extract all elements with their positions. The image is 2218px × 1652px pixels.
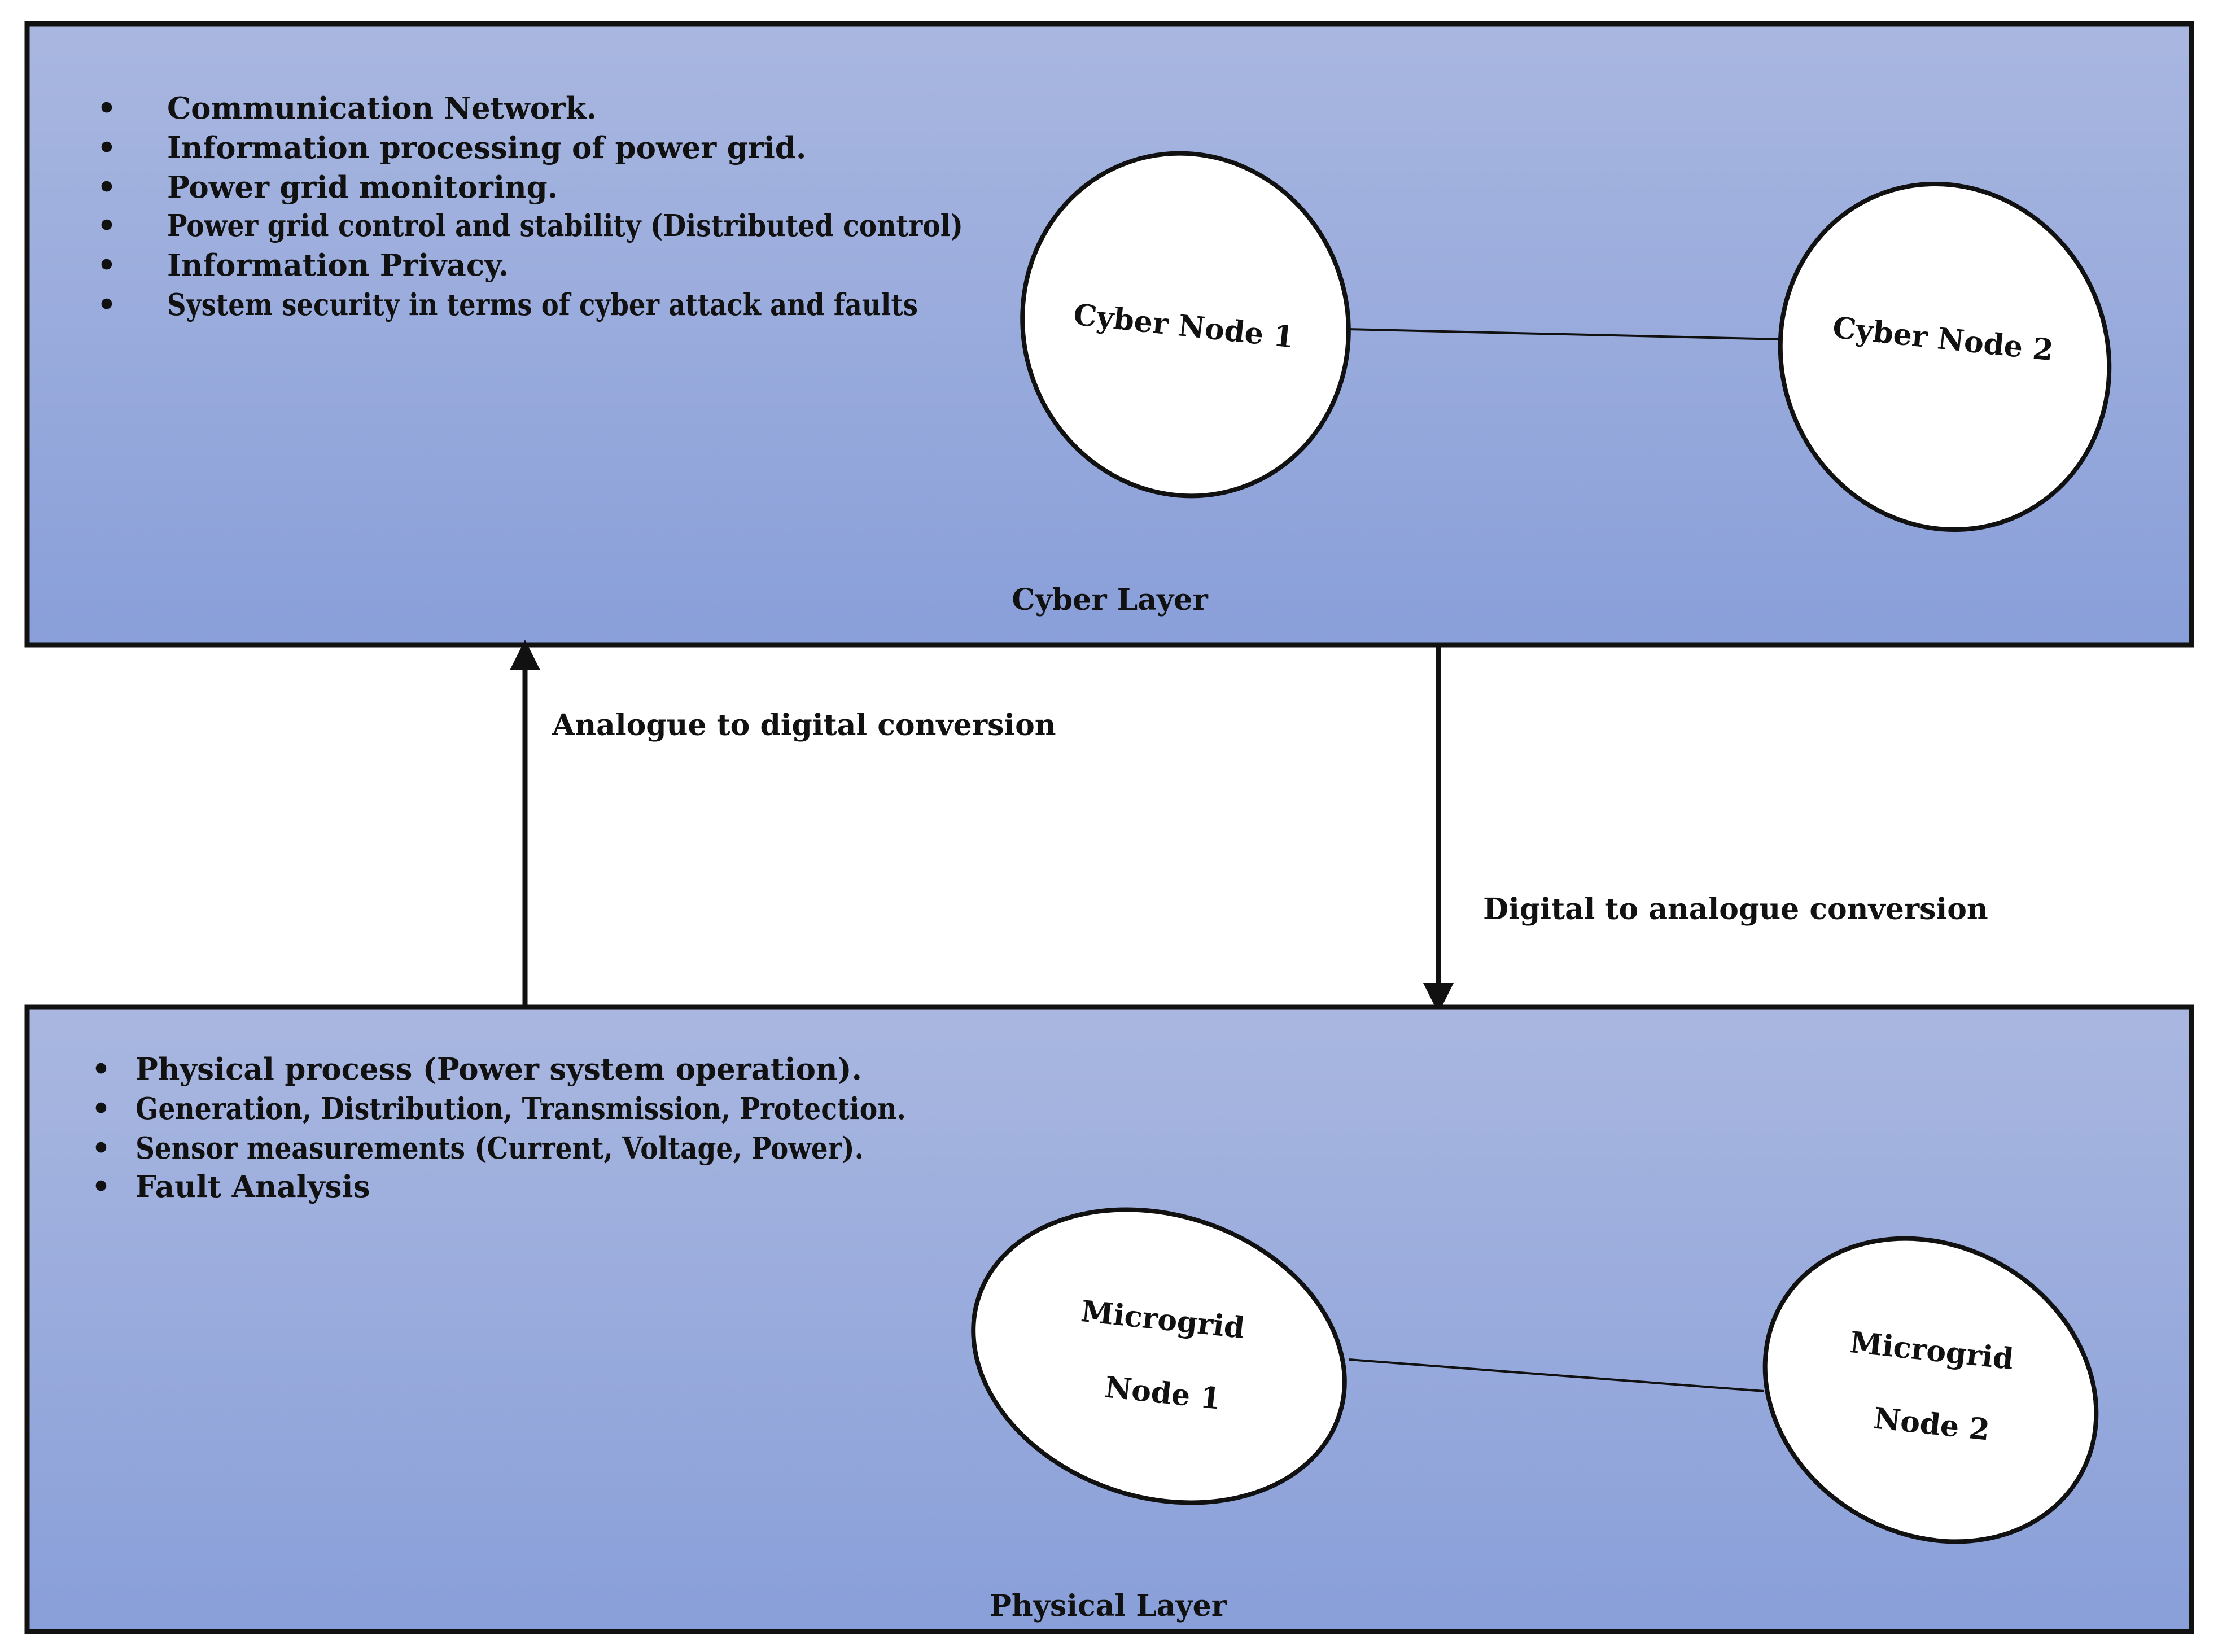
conversion-arrows: Analogue to digital conversion Digital t… <box>510 640 1988 1013</box>
list-item-text: Information Privacy. <box>167 248 509 283</box>
bullet-marker: • <box>97 287 116 322</box>
list-item-text: Information processing of power grid. <box>167 130 806 165</box>
list-item-text: Fault Analysis <box>135 1169 370 1204</box>
physical-layer-bullet-list: • Physical process (Power system operati… <box>91 1052 906 1204</box>
list-item-text: Sensor measurements (Current, Voltage, P… <box>135 1131 864 1166</box>
cyber-layer-title: Cyber Layer <box>1012 583 1208 617</box>
list-item-text: Generation, Distribution, Transmission, … <box>135 1091 906 1126</box>
cyber-node-link <box>1346 328 1783 340</box>
list-item-text: Physical process (Power system operation… <box>135 1052 862 1087</box>
bullet-marker: • <box>97 170 116 205</box>
cyber-node-2: Cyber Node 2 <box>1778 181 2112 532</box>
list-item-text: System security in terms of cyber attack… <box>167 287 918 322</box>
digital-to-analogue-label: Digital to analogue conversion <box>1483 892 1988 926</box>
microgrid-node-link <box>1349 1358 1765 1392</box>
cyber-node-1: Cyber Node 1 <box>1020 151 1351 499</box>
list-item: • Generation, Distribution, Transmission… <box>91 1091 906 1126</box>
list-item: • Power grid monitoring. <box>97 170 558 205</box>
cyber-layer-bullet-list: • Communication Network. • Information p… <box>97 91 963 322</box>
microgrid-node-1: Microgrid Node 1 <box>971 1207 1347 1505</box>
bullet-marker: • <box>91 1052 111 1087</box>
list-item: • System security in terms of cyber atta… <box>97 287 918 322</box>
list-item: • Physical process (Power system operati… <box>91 1052 862 1087</box>
bullet-marker: • <box>91 1169 111 1204</box>
bullet-marker: • <box>97 91 116 126</box>
list-item: • Sensor measurements (Current, Voltage,… <box>91 1131 864 1166</box>
microgrid-node-2: Microgrid Node 2 <box>1762 1236 2099 1544</box>
microgrid-node-2-circle <box>1762 1236 2099 1544</box>
list-item-text: Communication Network. <box>167 91 597 126</box>
list-item-text: Power grid control and stability (Distri… <box>167 208 963 243</box>
physical-layer: • Physical process (Power system operati… <box>24 1004 2194 1634</box>
physical-layer-title: Physical Layer <box>990 1589 1227 1623</box>
bullet-marker: • <box>91 1091 111 1126</box>
cyber-layer: • Communication Network. • Information p… <box>24 21 2194 648</box>
microgrid-node-1-circle <box>971 1207 1347 1505</box>
analogue-to-digital-label: Analogue to digital conversion <box>552 708 1056 742</box>
bullet-marker: • <box>97 130 116 165</box>
list-item-text: Power grid monitoring. <box>167 170 558 205</box>
cyber-node-1-circle <box>1020 151 1351 499</box>
list-item: • Information processing of power grid. <box>97 130 806 165</box>
list-item: • Power grid control and stability (Dist… <box>97 208 963 243</box>
bullet-marker: • <box>97 208 116 243</box>
list-item: • Fault Analysis <box>91 1169 370 1204</box>
bullet-marker: • <box>97 248 116 283</box>
list-item: • Communication Network. <box>97 91 597 126</box>
bullet-marker: • <box>91 1131 111 1166</box>
list-item: • Information Privacy. <box>97 248 509 283</box>
cyber-node-2-circle <box>1778 181 2112 532</box>
